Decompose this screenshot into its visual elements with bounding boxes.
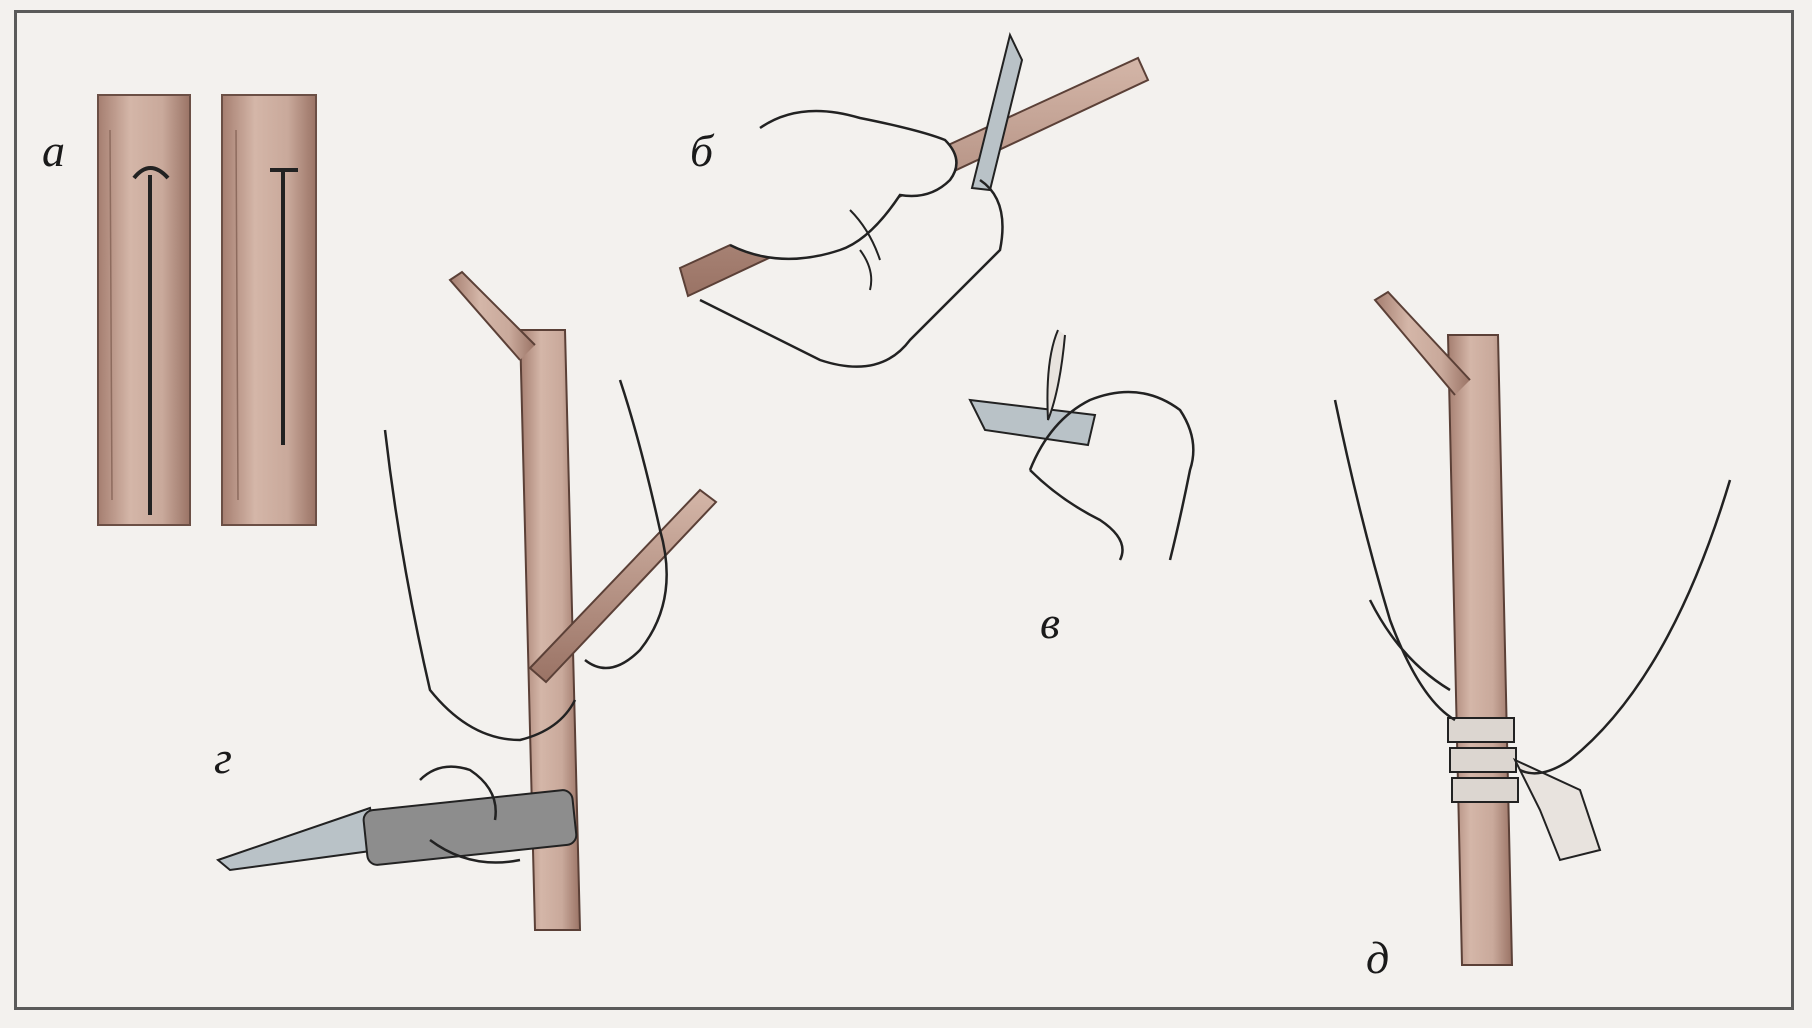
binding-wrap-3 xyxy=(1452,778,1518,802)
panel-label-v: в xyxy=(1040,600,1060,646)
panel-label-g: г xyxy=(214,735,232,781)
hand-d-right xyxy=(1520,480,1730,773)
panel-label-b: б xyxy=(690,128,713,174)
panel-v-bud-shield xyxy=(970,330,1193,560)
binding-wrap-1 xyxy=(1448,718,1514,742)
knife-g-blade xyxy=(218,808,378,870)
hand-d-left xyxy=(1335,400,1455,720)
knife-b-blade xyxy=(972,35,1022,190)
panel-label-a: а xyxy=(42,128,65,174)
stock-d xyxy=(1448,335,1512,965)
panel-d-binding xyxy=(1335,292,1730,965)
stock-g-branch xyxy=(450,272,535,360)
panel-a-bark-strips xyxy=(98,95,316,525)
bud-leaf xyxy=(1047,330,1065,420)
binding-tape-end xyxy=(1515,760,1600,860)
panel-label-d: д xyxy=(1366,935,1389,981)
hand-b-upper xyxy=(730,111,956,259)
binding-wrap-2 xyxy=(1450,748,1516,772)
panel-b-cutting-bud xyxy=(680,35,1148,367)
